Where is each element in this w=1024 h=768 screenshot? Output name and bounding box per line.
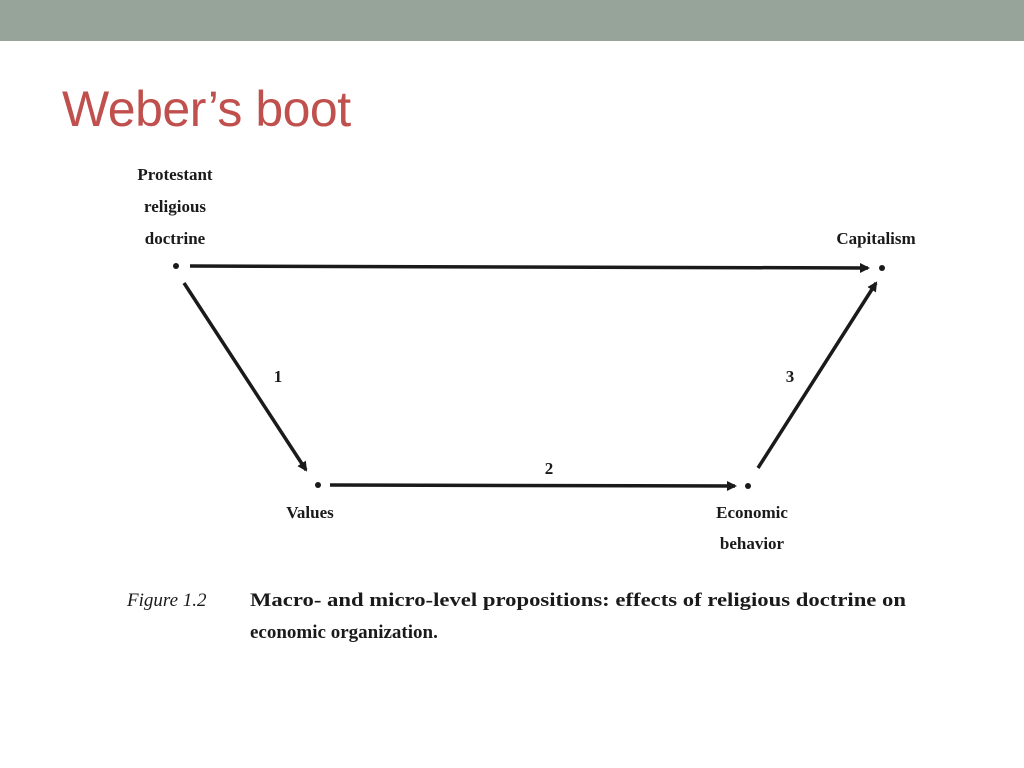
figure-caption-label: Figure 1.2 [126, 590, 207, 611]
figure-caption-line2: economic organization. [250, 622, 438, 643]
top-band [0, 0, 1024, 41]
node-protestant-label-line3: doctrine [145, 229, 206, 248]
node-economic-label-line1: Economic [716, 503, 788, 522]
node-capitalism-dot [879, 265, 885, 271]
slide-title: Weber’s boot [62, 81, 351, 137]
node-capitalism-label: Capitalism [836, 229, 915, 248]
arrow-3-label: 3 [786, 367, 795, 386]
node-economic-label-line2: behavior [720, 534, 785, 553]
arrow-3-economic-to-capitalism [756, 281, 878, 469]
figure-caption-line1: Macro- and micro-level propositions: eff… [250, 590, 907, 611]
node-values-label: Values [286, 503, 334, 522]
node-protestant-dot [173, 263, 179, 269]
node-economic-dot [745, 483, 751, 489]
arrow-2-values-to-economic [329, 480, 737, 491]
arrow-1-protestant-to-values [182, 282, 308, 472]
node-protestant-label-line2: religious [144, 197, 206, 216]
arrow-2-label: 2 [545, 459, 554, 478]
arrow-1-label: 1 [274, 367, 283, 386]
arrow-protestant-to-capitalism [189, 262, 870, 273]
node-values-dot [315, 482, 321, 488]
node-protestant-label-line1: Protestant [137, 165, 213, 184]
